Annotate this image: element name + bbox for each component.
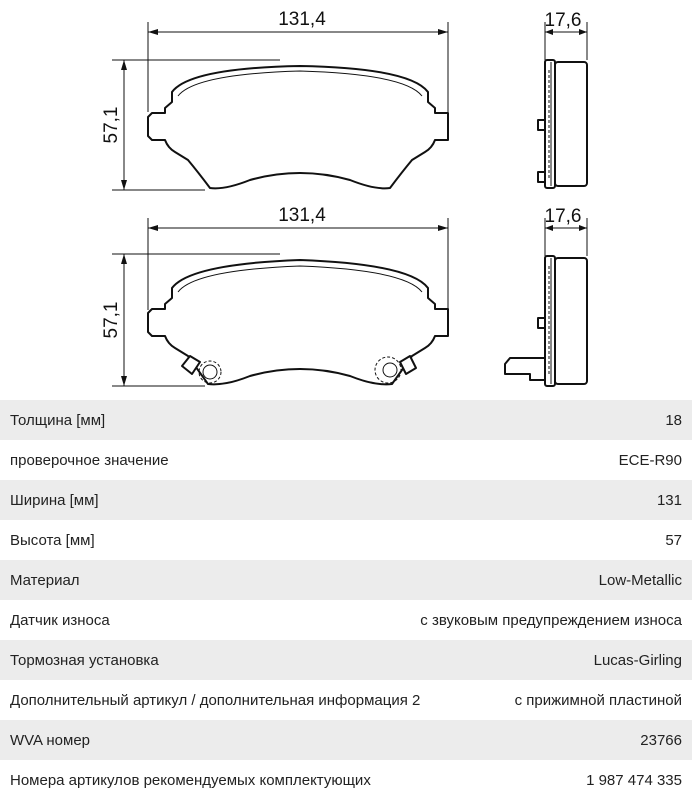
spec-row: Толщина [мм] 18 <box>0 400 692 440</box>
spec-value: 57 <box>665 531 682 549</box>
spec-label: Высота [мм] <box>10 531 95 549</box>
top-side-view: 17,6 <box>537 10 588 189</box>
spec-value: с звуковым предупреждением износа <box>420 611 682 629</box>
spec-label: Ширина [мм] <box>10 491 99 509</box>
spec-row: Тормозная установка Lucas-Girling <box>0 640 692 680</box>
spec-value: ECE-R90 <box>618 451 682 469</box>
spec-value: Lucas-Girling <box>593 651 682 669</box>
top-front-view: 131,4 57,1 <box>101 9 449 191</box>
spec-row: Ширина [мм] 131 <box>0 480 692 520</box>
bottom-height-label: 57,1 <box>101 302 122 339</box>
brake-pad-drawing: 131,4 57,1 17,6 131,4 <box>101 9 588 387</box>
spec-label: Толщина [мм] <box>10 411 106 429</box>
spec-row: WVA номер 23766 <box>0 720 692 760</box>
spec-row: Номера артикулов рекомендуемых комплекту… <box>0 760 692 800</box>
spec-label: Номера артикулов рекомендуемых комплекту… <box>10 771 371 789</box>
spec-row: Датчик износа с звуковым предупреждением … <box>0 600 692 640</box>
bottom-width-label: 131,4 <box>278 205 326 226</box>
spec-value: 18 <box>665 411 682 429</box>
spec-value: Low-Metallic <box>598 571 682 589</box>
spec-label: Дополнительный артикул / дополнительная … <box>10 691 421 709</box>
top-thickness-label: 17,6 <box>545 10 582 31</box>
spec-row: Дополнительный артикул / дополнительная … <box>0 680 692 720</box>
bottom-thickness-label: 17,6 <box>545 206 582 227</box>
spec-row: Высота [мм] 57 <box>0 520 692 560</box>
bottom-front-view: 131,4 57,1 <box>101 205 449 387</box>
spec-value: 23766 <box>640 731 682 749</box>
spec-value: с прижимной пластиной <box>514 691 682 709</box>
specs-table: Толщина [мм] 18 проверочное значение ECE-R9… <box>0 400 692 800</box>
spec-label: проверочное значение <box>10 451 169 469</box>
spec-row: проверочное значение ECE-R90 <box>0 440 692 480</box>
top-height-label: 57,1 <box>101 107 122 144</box>
spec-label: Материал <box>10 571 80 589</box>
spec-label: Датчик износа <box>10 611 110 629</box>
spec-row: Материал Low-Metallic <box>0 560 692 600</box>
top-pad-outline <box>147 65 449 190</box>
spec-label: WVA номер <box>10 731 91 749</box>
spec-label: Тормозная установка <box>10 651 159 669</box>
spec-value: 131 <box>656 491 682 509</box>
bottom-side-view: 17,6 <box>504 206 588 387</box>
top-width-label: 131,4 <box>278 9 326 30</box>
spec-value: 1 987 474 335 <box>586 771 682 789</box>
